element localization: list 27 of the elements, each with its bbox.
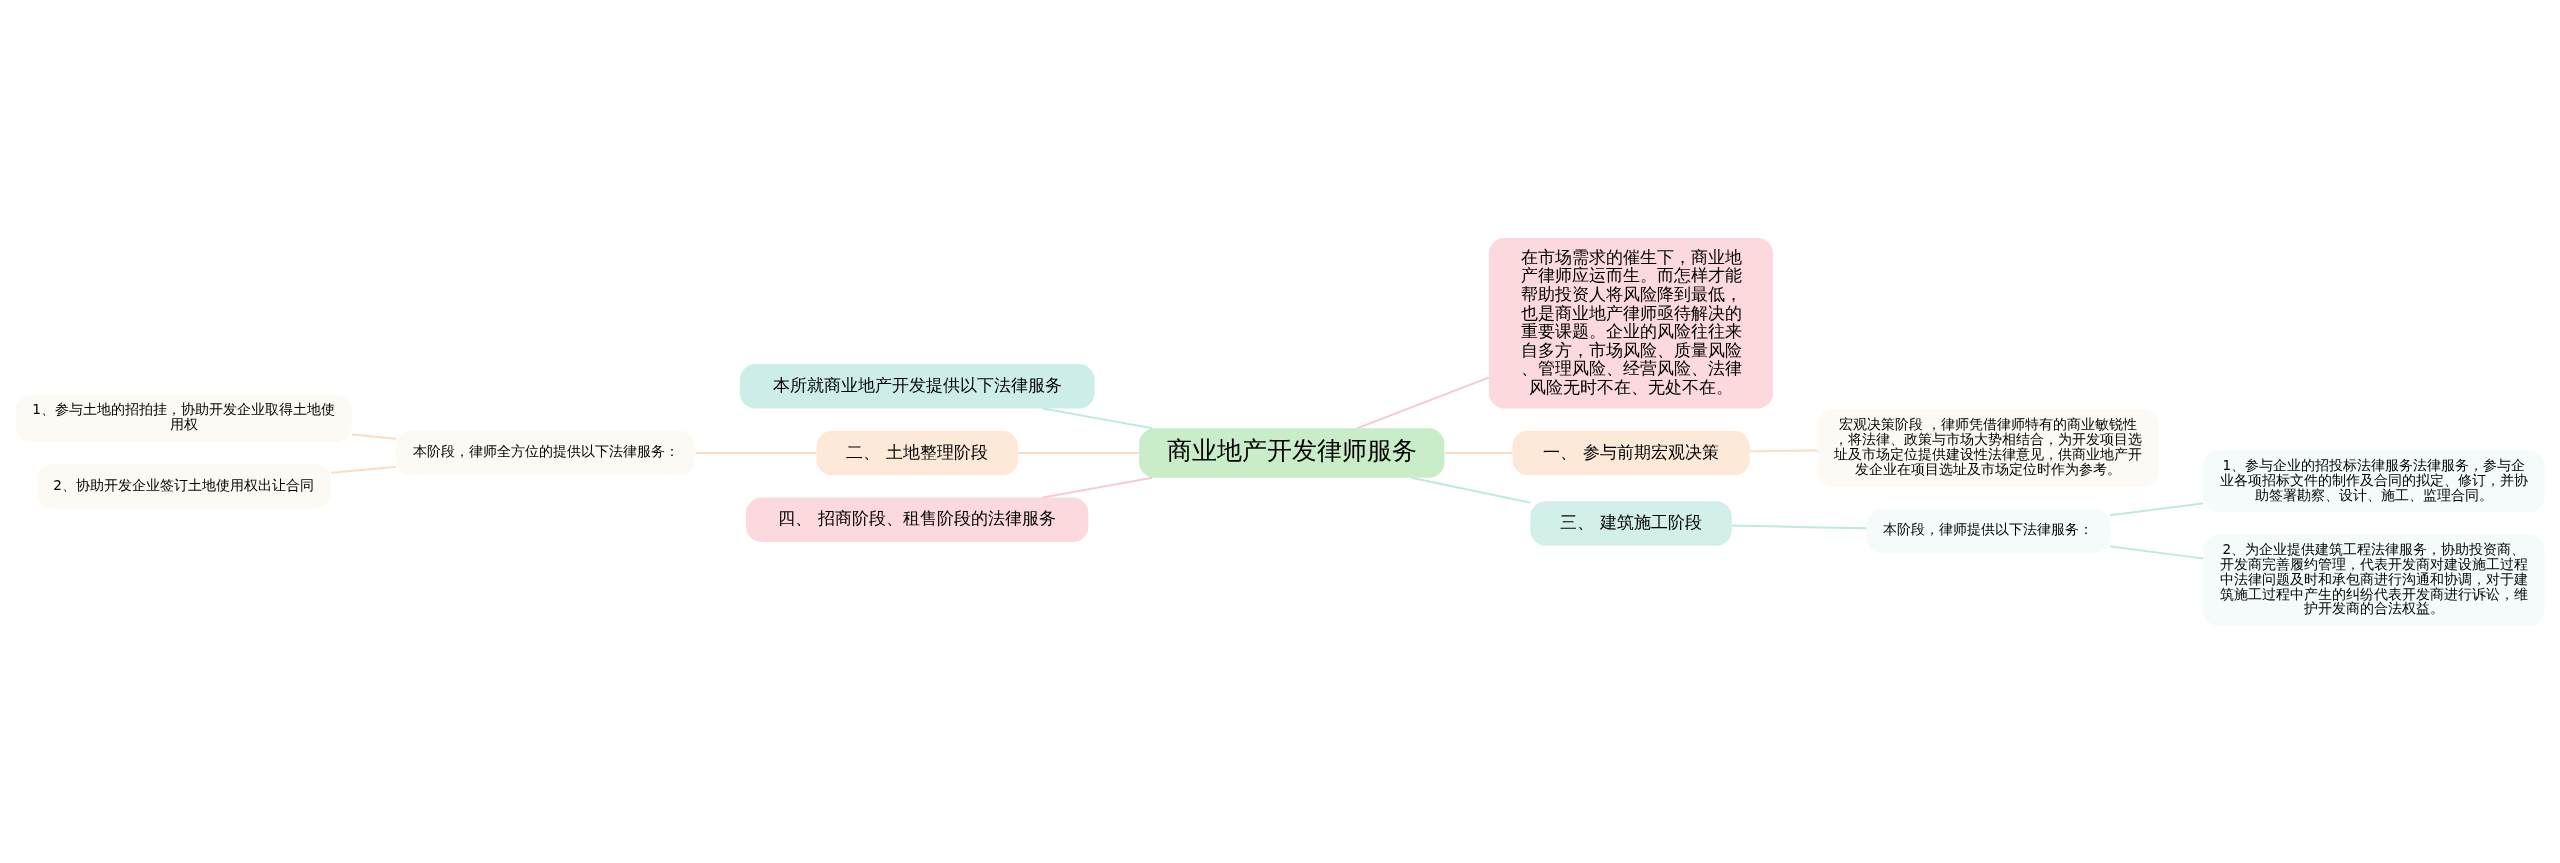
node-box: 1、参与企业的招投标法律服务法律服务，参与企业各项招标文件的制作及合同的拟定、修订，并协助签署勘察、设计、施工、监理合同。 [2203, 450, 2545, 512]
node-box: 本阶段，律师提供以下法律服务： [1866, 508, 2110, 553]
connector [1356, 376, 1490, 429]
node-box: 2、为企业提供建筑工程法律服务，协助投资商、开发商完善履约管理，代表开发商对建设施工过程中法律问题及时和承包商进行沟通和协调，对于建筑施工过程中产生的纠纷代表开发商进行诉讼，维护开发商的合法权益。 [2203, 534, 2545, 626]
node-box: 商业地产开发律师服务 [1139, 427, 1445, 478]
node-box: 三、 建筑施工阶段 [1530, 500, 1732, 546]
node-box: 在市场需求的催生下，商业地产律师应运而生。而怎样才能帮助投资人将风险降到最低，也是商业地产律师亟待解决的重要课题。企业的风险往往来自多方，市场风险、质量风险、管理风险、经营风险、法律风险无时不在、无处不在。 [1488, 237, 1774, 408]
connector [1410, 476, 1532, 504]
connector [1748, 448, 1819, 452]
connector [694, 451, 818, 454]
node-box: 四、 招商阶段、租售阶段的法律服务 [746, 497, 1089, 542]
connector [1731, 524, 1868, 529]
connector [1041, 407, 1154, 429]
connector [1017, 451, 1141, 454]
connector [2109, 544, 2205, 559]
connector [351, 433, 398, 440]
connector [1041, 476, 1154, 498]
node-box: 二、 土地整理阶段 [816, 430, 1018, 475]
node-box: 本阶段，律师全方位的提供以下法律服务： [396, 430, 696, 475]
connector [330, 465, 398, 474]
node-box: 2、协助开发企业签订土地使用权出让合同 [36, 463, 331, 509]
connector [1443, 451, 1514, 454]
connector [2109, 501, 2205, 516]
node-box: 宏观决策阶段 ，律师凭借律师特有的商业敏锐性，将法律、政策与市场大势相结合，为开发项目选址及市场定位提供建设性法律意见，供商业地产开发企业在项目选址及市场定位时作为参考。 [1817, 409, 2159, 486]
node-box: 本所就商业地产开发提供以下法律服务 [739, 363, 1095, 408]
node-box: 一、 参与前期宏观决策 [1512, 430, 1750, 475]
node-box: 1、参与土地的招拍挂，协助开发企业取得土地使用权 [15, 394, 352, 442]
